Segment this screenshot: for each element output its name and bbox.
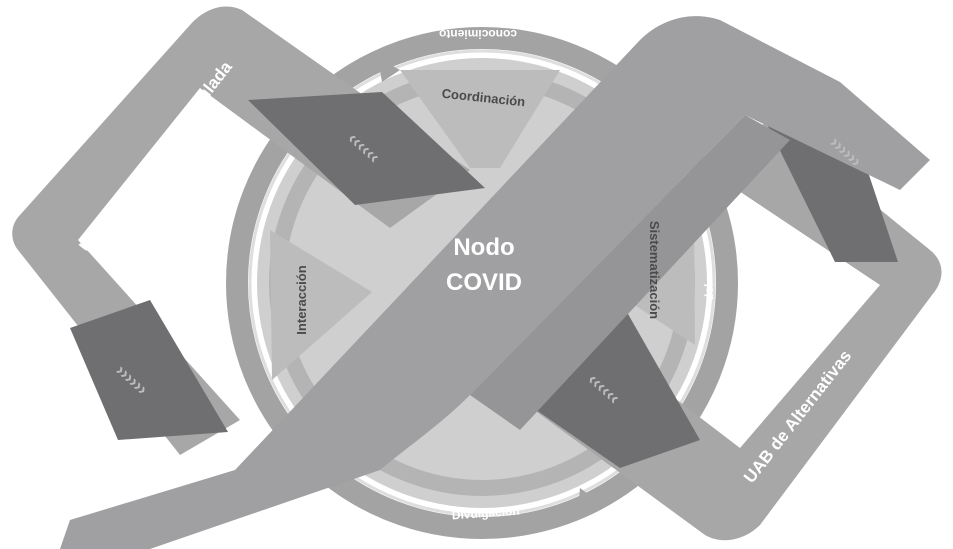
band-dark-segment-bottom-left (70, 300, 228, 440)
band-dark-segment-top-left (248, 92, 485, 205)
ring-label-right: del (702, 283, 717, 301)
arrowhead-bottom (578, 488, 596, 512)
ring-label-top-text: conocimiento (439, 27, 517, 41)
band-dark-segment-bottom-center (500, 300, 700, 468)
band-diagonal-shade (470, 115, 790, 430)
center-label-line1: Nodo (453, 234, 514, 261)
arrowhead-left (252, 372, 270, 398)
outer-ring (226, 27, 738, 539)
ring-label-top: conocimiento (439, 27, 517, 41)
band-dark-segment-right (755, 100, 898, 262)
sector-label-left: Interacción (294, 265, 309, 334)
arrowhead-top (378, 58, 400, 82)
center-label-line2: COVID (446, 269, 522, 296)
sector-top-wedge (400, 70, 560, 168)
sector-left-wedge (270, 230, 372, 380)
band-diagonal-main (60, 16, 930, 549)
outer-ring-inner-edge (248, 49, 716, 517)
sector-label-right: Sistematización (647, 221, 662, 319)
ring-label-bottom: Divulgación (451, 504, 520, 523)
